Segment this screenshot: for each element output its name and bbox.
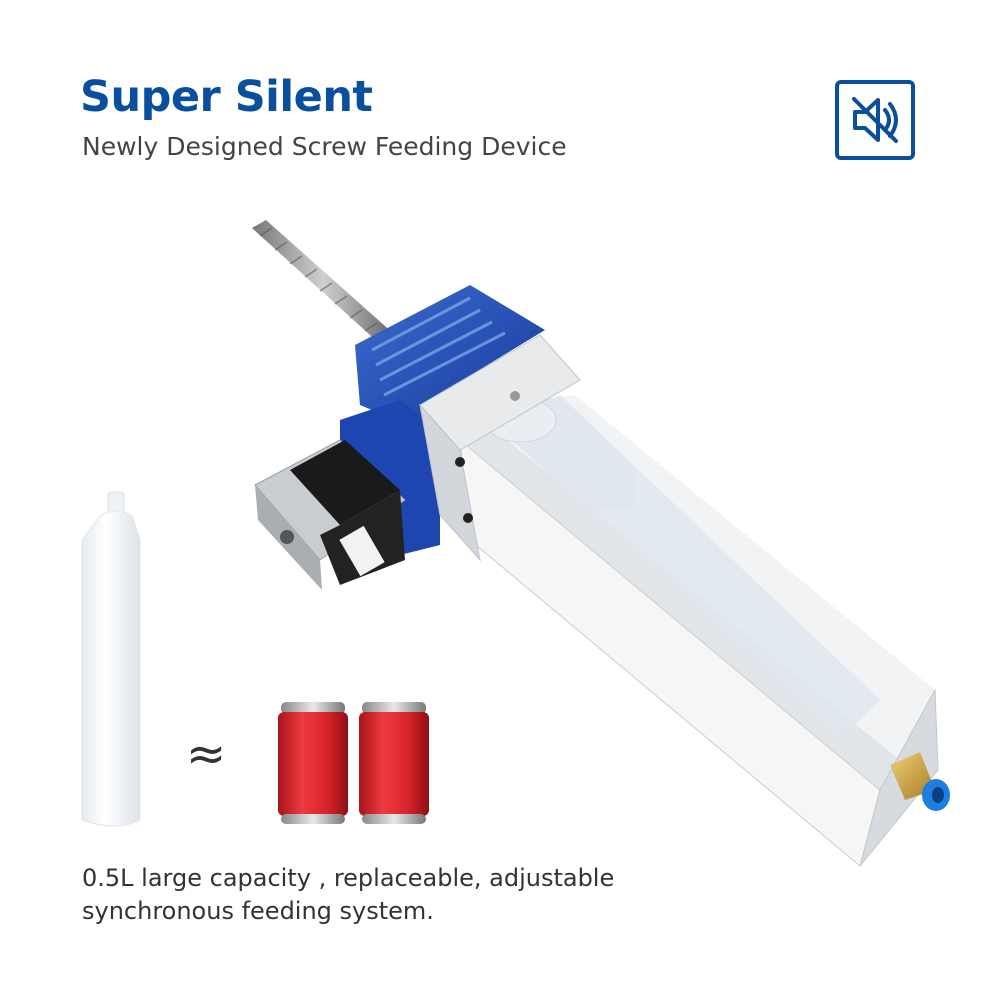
page-subtitle: Newly Designed Screw Feeding Device xyxy=(82,132,567,161)
aluminum-block xyxy=(419,334,581,562)
page-title: Super Silent xyxy=(80,72,373,122)
approx-symbol: ≈ xyxy=(186,726,227,782)
speaker-muted-icon xyxy=(852,97,898,143)
soda-can-1 xyxy=(278,702,348,824)
feed-tray xyxy=(459,395,939,867)
soda-can-2 xyxy=(359,702,429,824)
push-fitting xyxy=(890,752,950,811)
stepper-motor xyxy=(254,439,406,590)
mute-badge xyxy=(835,80,915,160)
capacity-caption: 0.5L large capacity , replaceable, adjus… xyxy=(82,864,615,925)
threaded-rod xyxy=(252,220,395,345)
cartridge-tube xyxy=(81,491,141,827)
